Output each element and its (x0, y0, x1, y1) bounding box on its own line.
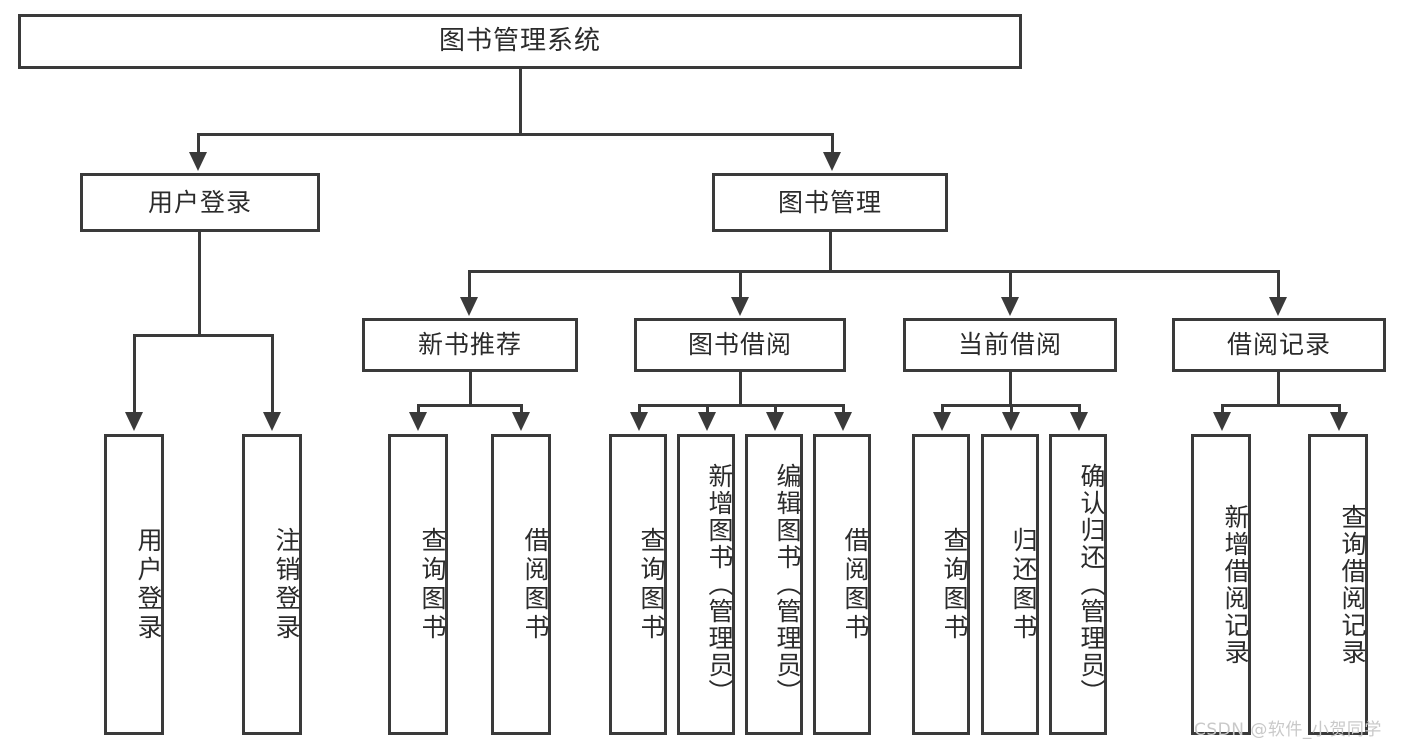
csdn-watermark: CSDN @软件_小贺同学 (1194, 715, 1382, 740)
edge-bm-to-new-book (468, 270, 471, 300)
node-current-borrow[interactable]: 当前借阅 (903, 318, 1117, 372)
edge-cb-to-leaf-3 (1078, 404, 1081, 416)
edge-user-login-to-leaf-1 (133, 334, 136, 415)
arrow-to-book-borrow (731, 297, 749, 316)
arrow-nb-leaf-2 (512, 412, 530, 431)
edge-nb-to-leaf-2 (520, 404, 523, 416)
edge-book-borrow-stem (739, 372, 742, 404)
edge-bm-to-current-borrow (1009, 270, 1012, 300)
arrow-to-current-borrow (1001, 297, 1019, 316)
watermark-text: CSDN @软件_小贺同学 (1194, 720, 1382, 740)
edge-root-stem (519, 69, 522, 133)
node-label: 用户登录 (134, 526, 163, 643)
edge-bb-to-leaf-3 (774, 404, 777, 416)
arrow-to-user-login-leaf (125, 412, 143, 431)
edge-borrow-records-bar (1221, 404, 1341, 407)
node-label: 图书管理系统 (438, 26, 601, 57)
leaf-add-borrow-record[interactable]: 新增借阅记录 (1191, 434, 1251, 735)
arrow-cb-leaf-3 (1070, 412, 1088, 431)
edge-user-login-bar (133, 334, 273, 337)
edge-bb-to-leaf-1 (638, 404, 641, 416)
arrow-to-book-management (823, 152, 841, 171)
node-user-login[interactable]: 用户登录 (80, 173, 320, 232)
node-label: 归还图书 (1009, 526, 1038, 643)
edge-root-to-book-management (831, 133, 834, 155)
edge-borrow-records-stem (1277, 372, 1280, 404)
node-label: 借阅图书 (841, 526, 870, 643)
node-label: 新增图书（管理员） (705, 463, 734, 706)
edge-user-login-to-leaf-2 (271, 334, 274, 415)
arrow-to-user-login (189, 152, 207, 171)
edge-new-book-stem (469, 372, 472, 404)
arrow-cb-leaf-2 (1002, 412, 1020, 431)
edge-nb-to-leaf-1 (417, 404, 420, 416)
edge-root-to-user-login (197, 133, 200, 155)
node-label: 确认归还（管理员） (1077, 463, 1106, 706)
arrow-to-new-book-recommend (460, 297, 478, 316)
leaf-query-borrow-record[interactable]: 查询借阅记录 (1308, 434, 1368, 735)
node-label: 新书推荐 (417, 330, 522, 360)
leaf-query-book-borrow[interactable]: 查询图书 (609, 434, 667, 735)
arrow-bb-leaf-1 (630, 412, 648, 431)
node-label: 查询图书 (940, 526, 969, 643)
edge-cb-to-leaf-2 (1010, 404, 1013, 416)
arrow-br-leaf-1 (1213, 412, 1231, 431)
node-label: 图书借阅 (687, 330, 792, 360)
node-label: 用户登录 (147, 187, 252, 217)
edge-br-to-leaf-2 (1338, 404, 1341, 416)
node-label: 图书管理 (777, 187, 882, 217)
edge-br-to-leaf-1 (1221, 404, 1224, 416)
node-borrow-records[interactable]: 借阅记录 (1172, 318, 1386, 372)
leaf-logout[interactable]: 注销登录 (242, 434, 302, 735)
edge-bb-to-leaf-2 (706, 404, 709, 416)
node-label: 借阅图书 (521, 526, 550, 643)
edge-bb-to-leaf-4 (842, 404, 845, 416)
arrow-to-borrow-records (1269, 297, 1287, 316)
node-new-book-recommend[interactable]: 新书推荐 (362, 318, 578, 372)
node-label: 查询借阅记录 (1338, 503, 1367, 666)
leaf-add-book-admin[interactable]: 新增图书（管理员） (677, 434, 735, 735)
arrow-bb-leaf-3 (766, 412, 784, 431)
arrow-bb-leaf-4 (834, 412, 852, 431)
edge-book-borrow-bar (638, 404, 844, 407)
arrow-to-logout-leaf (263, 412, 281, 431)
node-label: 当前借阅 (957, 330, 1062, 360)
edge-bm-to-borrow-records (1277, 270, 1280, 300)
leaf-borrow-book-recommend[interactable]: 借阅图书 (491, 434, 551, 735)
node-label: 注销登录 (272, 526, 301, 643)
edge-book-management-stem (829, 232, 832, 270)
node-label: 查询图书 (418, 526, 447, 643)
leaf-edit-book-admin[interactable]: 编辑图书（管理员） (745, 434, 803, 735)
edge-user-login-stem (198, 232, 201, 334)
leaf-query-book-current[interactable]: 查询图书 (912, 434, 970, 735)
leaf-return-book[interactable]: 归还图书 (981, 434, 1039, 735)
edge-root-bar (197, 133, 834, 136)
node-book-borrow[interactable]: 图书借阅 (634, 318, 846, 372)
arrow-bb-leaf-2 (698, 412, 716, 431)
node-label: 新增借阅记录 (1221, 503, 1250, 666)
edge-current-borrow-stem (1009, 372, 1012, 404)
node-book-management[interactable]: 图书管理 (712, 173, 948, 232)
arrow-br-leaf-2 (1330, 412, 1348, 431)
edge-new-book-bar (417, 404, 523, 407)
node-root-book-management-system[interactable]: 图书管理系统 (18, 14, 1022, 69)
arrow-nb-leaf-1 (409, 412, 427, 431)
edge-cb-to-leaf-1 (941, 404, 944, 416)
edge-book-management-bar (468, 270, 1280, 273)
leaf-borrow-book[interactable]: 借阅图书 (813, 434, 871, 735)
leaf-user-login[interactable]: 用户登录 (104, 434, 164, 735)
leaf-query-book-recommend[interactable]: 查询图书 (388, 434, 448, 735)
node-label: 编辑图书（管理员） (773, 463, 802, 706)
node-label: 借阅记录 (1226, 330, 1331, 360)
arrow-cb-leaf-1 (933, 412, 951, 431)
edge-bm-to-book-borrow (739, 270, 742, 300)
leaf-confirm-return-admin[interactable]: 确认归还（管理员） (1049, 434, 1107, 735)
node-label: 查询图书 (637, 526, 666, 643)
